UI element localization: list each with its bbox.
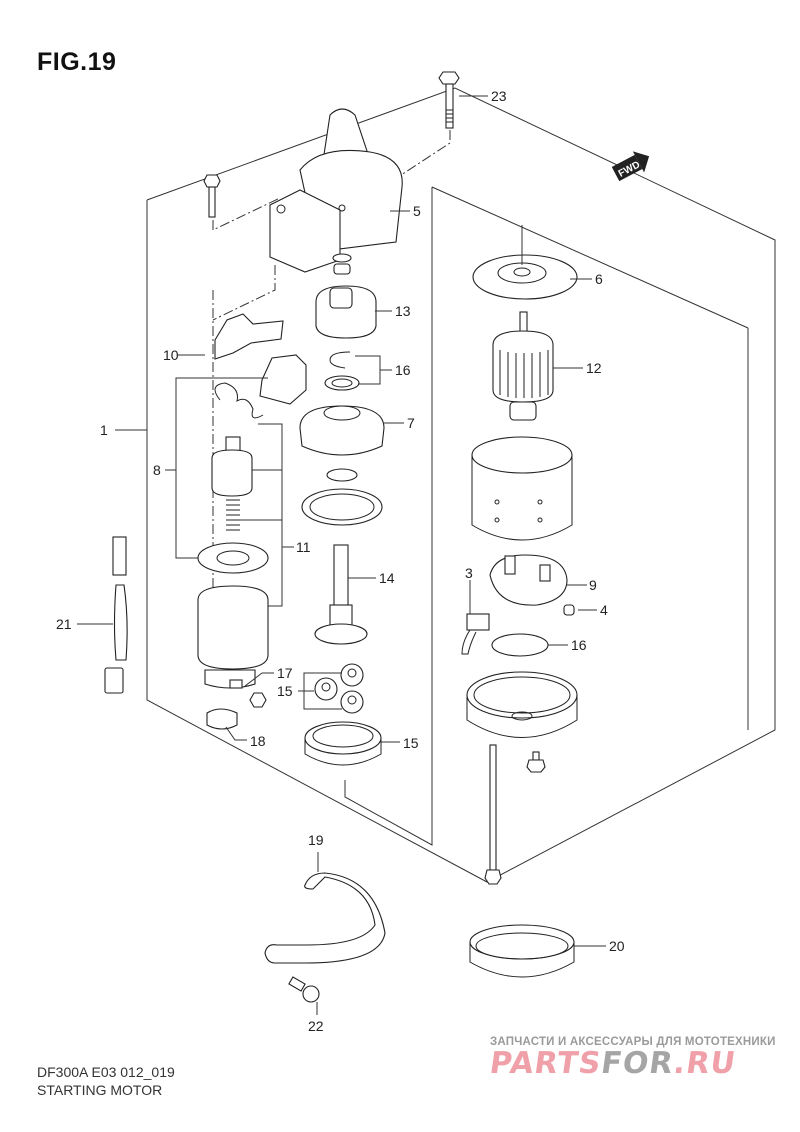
- callout-15: 15: [277, 683, 293, 699]
- assembly-outline: [146, 87, 776, 883]
- part-3-nut: 4: [563, 602, 608, 618]
- part-16-washer: 16: [491, 633, 587, 657]
- callout-18: 18: [250, 733, 266, 749]
- callout-2: 3: [465, 565, 473, 581]
- part-8-brush-holder: 9: [489, 554, 597, 606]
- housing-bolt: [203, 174, 281, 231]
- part-21-lead-wire: 21: [56, 536, 128, 694]
- part-18-cover: 18: [206, 708, 266, 749]
- watermark-subtitle: ЗАПЧАСТИ И АКСЕССУАРЫ ДЛЯ МОТОТЕХНИКИ: [490, 1036, 776, 1048]
- part-15-planetary-gears: 15: [277, 663, 364, 714]
- callout-7: 8: [153, 462, 161, 478]
- callout-1-group: 1: [100, 422, 147, 438]
- yoke: [471, 436, 573, 541]
- part-13-shaft: 14: [314, 544, 395, 645]
- watermark-brand: PARTSFOR.RU: [488, 1046, 793, 1081]
- callout-19: 19: [308, 832, 324, 848]
- figure-footer: DF300A E03 012_019 STARTING MOTOR: [37, 1063, 175, 1099]
- callout-10: 11: [296, 539, 311, 555]
- callout-5: 6: [595, 271, 603, 287]
- callout-17: 17: [277, 665, 293, 681]
- watermark-brand-part1: PARTS: [487, 1046, 604, 1081]
- callout-1: 1: [100, 422, 108, 438]
- small-bolt: [526, 751, 546, 773]
- watermark-brand-part2: FOR: [598, 1046, 677, 1081]
- callout-23: 23: [491, 88, 507, 104]
- callout-4: 5: [413, 203, 421, 219]
- callout-11: 12: [586, 360, 602, 376]
- end-cover: [466, 671, 578, 738]
- part-11-armature: 12: [492, 311, 602, 421]
- watermark-brand-part3: .RU: [671, 1046, 739, 1081]
- callout-3: 4: [600, 602, 608, 618]
- part-19-bracket: 19: [264, 832, 386, 964]
- callout-6: 7: [407, 415, 415, 431]
- part-14-internal-gear: 15: [304, 721, 419, 766]
- callout-13: 14: [379, 570, 395, 586]
- callout-12: 13: [395, 303, 411, 319]
- fwd-direction-badge: FWD: [611, 151, 650, 182]
- part-4-housing: 5: [269, 108, 421, 273]
- part-10-switch-assy: 11: [197, 423, 311, 689]
- section-name: STARTING MOTOR: [37, 1082, 163, 1098]
- part-17-terminal: 17: [229, 665, 293, 708]
- part-22-bolt: 22: [288, 976, 324, 1034]
- callout-21: 21: [56, 616, 72, 632]
- part-12-pinion: 13: [315, 253, 411, 339]
- part-23-bolt: 23: [339, 71, 507, 216]
- part-20-band: 20: [469, 924, 625, 978]
- callout-9: 10: [163, 347, 179, 363]
- part-6-gear-housing: 7: [299, 405, 415, 526]
- model-code: DF300A E03 012_019: [37, 1064, 175, 1080]
- callout-22: 22: [308, 1018, 324, 1034]
- part-2-brush-lead: 3: [461, 565, 490, 655]
- part-5-plate: 6: [472, 225, 603, 300]
- callout-8: 9: [589, 577, 597, 593]
- figure-title: FIG.19: [37, 48, 117, 76]
- callout-16-lower: 16: [571, 637, 587, 653]
- callout-16-upper: 16: [395, 362, 411, 378]
- watermark: ЗАПЧАСТИ И АКСЕССУАРЫ ДЛЯ МОТОТЕХНИКИ PA…: [488, 1036, 793, 1081]
- part-16-washer-set: 16: [324, 351, 411, 391]
- callout-20: 20: [609, 938, 625, 954]
- part-9-lever: 10: [163, 313, 284, 363]
- part-7-solenoid-kit: 8: [153, 354, 307, 559]
- through-bolt: [484, 744, 502, 885]
- callout-14: 15: [403, 735, 419, 751]
